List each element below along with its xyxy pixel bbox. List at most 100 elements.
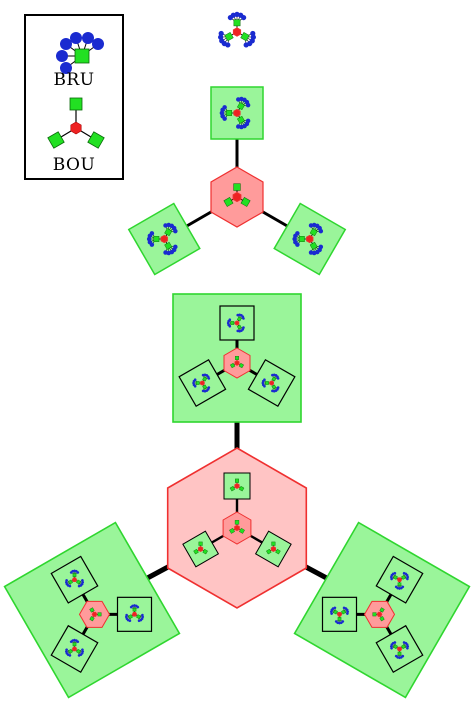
green-square-node xyxy=(233,183,241,191)
blue-node xyxy=(76,571,80,574)
green-square-node xyxy=(74,48,90,64)
green-square-node xyxy=(89,616,95,622)
red-hexagon xyxy=(270,546,276,552)
green-square-node xyxy=(153,236,160,242)
blue-node xyxy=(236,329,240,333)
green-square-node xyxy=(393,644,398,650)
red-hexagon xyxy=(232,27,242,37)
blue-node xyxy=(276,377,280,380)
green-square-node xyxy=(224,31,234,42)
blue-node xyxy=(65,579,68,582)
red-hexagon xyxy=(198,546,204,552)
green-square-node xyxy=(271,384,277,390)
blue-node xyxy=(76,640,80,644)
blue-node xyxy=(82,32,94,44)
blue-node xyxy=(149,231,155,236)
green-square-node xyxy=(393,574,398,580)
blue-node xyxy=(77,654,81,657)
bru-legend-icon xyxy=(56,32,104,74)
blue-node xyxy=(346,612,349,615)
green-square-node xyxy=(236,115,245,124)
bou-in-hexagon xyxy=(223,183,251,207)
blue-node xyxy=(173,228,178,234)
blue-node xyxy=(137,619,141,623)
blue-node xyxy=(318,228,324,234)
bru-box-group xyxy=(210,86,264,140)
green-square-node xyxy=(202,548,208,555)
green-square-node xyxy=(266,548,272,555)
green-square-node xyxy=(164,228,173,237)
blue-node xyxy=(218,30,224,37)
red-hexagon xyxy=(91,611,98,617)
green-square-node xyxy=(233,19,241,27)
red-hexagon xyxy=(306,234,314,244)
blue-node xyxy=(193,378,197,381)
blue-node xyxy=(125,613,128,617)
blue-node xyxy=(241,14,247,21)
bru-box-group xyxy=(127,202,201,276)
green-square-node xyxy=(229,485,236,492)
bou-legend-icon xyxy=(47,97,105,149)
blue-node xyxy=(222,105,227,110)
green-square-node xyxy=(401,644,406,650)
blue-node xyxy=(242,317,245,320)
red-hexagon xyxy=(71,577,78,583)
green-square-node xyxy=(239,527,245,534)
red-hexagon xyxy=(234,483,240,489)
green-square-node xyxy=(202,384,208,390)
bru-label: BRU xyxy=(53,70,95,90)
red-hexagon xyxy=(232,191,242,203)
blue-node xyxy=(271,389,274,393)
blue-node xyxy=(263,378,266,381)
blue-node xyxy=(394,654,398,658)
blue-node xyxy=(207,377,211,380)
green-square-node xyxy=(309,228,318,237)
blue-node xyxy=(65,648,68,652)
blue-node xyxy=(333,606,337,610)
bou-label: BOU xyxy=(52,155,96,175)
green-square-node xyxy=(68,579,73,585)
red-hexagon xyxy=(336,612,343,617)
green-square-node xyxy=(76,648,81,654)
red-hexagon xyxy=(396,577,403,583)
green-square-node xyxy=(333,609,338,615)
green-square-node xyxy=(195,381,200,385)
blue-node xyxy=(201,389,205,393)
blue-node xyxy=(92,38,104,50)
green-square-node xyxy=(76,579,81,585)
green-square-node xyxy=(401,574,406,580)
blue-node xyxy=(77,584,81,588)
green-square-node xyxy=(275,548,281,555)
red-hexagon xyxy=(233,108,241,118)
blue-node xyxy=(393,571,397,575)
green-square-node xyxy=(229,527,235,534)
green-square-node xyxy=(230,321,235,325)
green-square-node xyxy=(397,651,402,656)
blue-node xyxy=(308,250,314,255)
green-square-node xyxy=(240,31,250,42)
green-square-node xyxy=(72,573,77,577)
blue-node xyxy=(406,646,409,650)
blue-node xyxy=(393,641,397,644)
green-square-node xyxy=(47,131,65,149)
blue-node xyxy=(136,605,140,609)
green-square-node xyxy=(238,362,245,369)
green-square-node xyxy=(69,97,83,111)
green-square-node xyxy=(379,616,385,622)
blue-node xyxy=(228,318,232,321)
red-hexagon xyxy=(71,646,78,652)
green-square-node xyxy=(372,612,377,617)
green-square-node xyxy=(236,316,242,322)
blue-node xyxy=(245,102,251,108)
red-hexagon xyxy=(200,380,205,386)
green-square-node xyxy=(223,196,234,207)
bru-box-group xyxy=(273,202,347,276)
green-square-node xyxy=(87,131,105,149)
center-hex-content xyxy=(182,472,292,568)
level2-inner xyxy=(178,305,296,408)
green-square-node xyxy=(309,241,318,250)
green-square-node xyxy=(234,520,240,525)
green-square-node xyxy=(229,362,236,369)
level2-unit xyxy=(3,521,181,699)
